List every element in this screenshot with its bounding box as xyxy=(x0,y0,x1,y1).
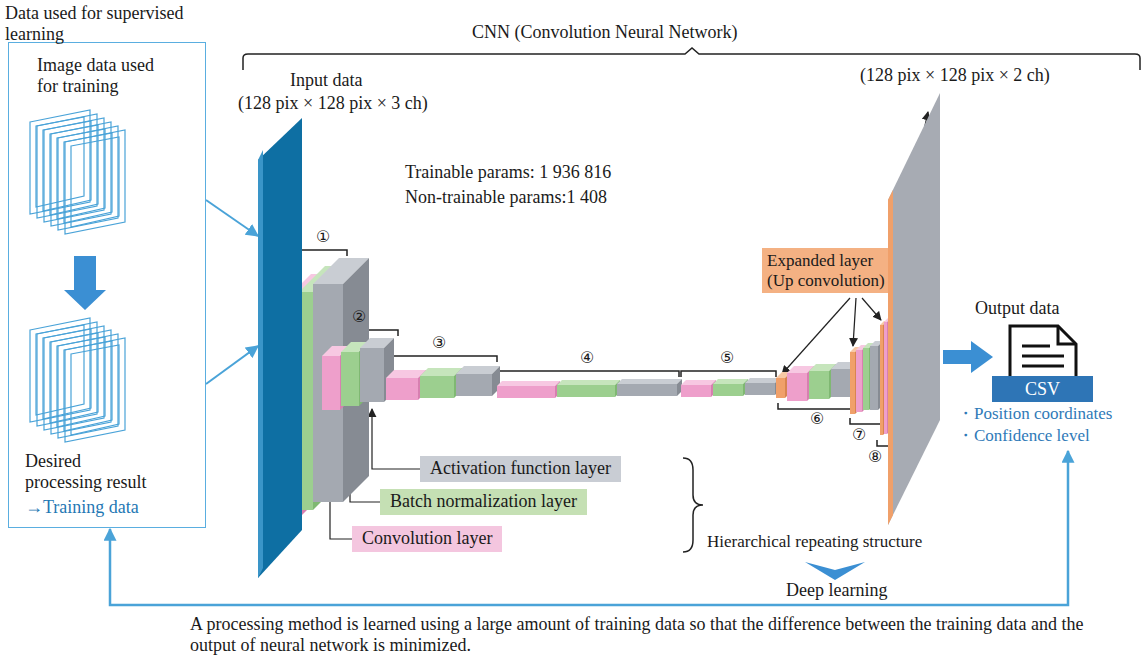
callout-number: ⑧ xyxy=(868,448,882,466)
label-text: Trainable params: 1 936 816 xyxy=(405,162,611,183)
input-slab: Input data(128 pix × 128 pix × 3 ch) xyxy=(258,118,302,578)
leader-lines xyxy=(330,112,928,539)
image-frame xyxy=(65,338,125,442)
node-text: Data used for supervised learning xyxy=(5,3,205,44)
output-slab: (128 pix × 128 pix × 2 ch) xyxy=(888,93,940,525)
output-file: Output dataCSV・Position coordinates・Conf… xyxy=(995,298,1100,450)
callout-number: ④ xyxy=(580,349,594,367)
node-text: (128 pix × 128 pix × 3 ch) xyxy=(238,93,428,114)
layer-block xyxy=(497,381,560,398)
flow-arrow xyxy=(943,341,993,373)
legend-text: Convolution layer xyxy=(362,528,492,548)
down-arrow xyxy=(805,562,865,580)
label-text: Hierarchical repeating structure xyxy=(707,532,922,552)
legend-swatch: Convolution layer xyxy=(352,526,502,552)
layer-block xyxy=(880,321,887,435)
node-text: Image data used for training xyxy=(37,55,162,96)
legend-text: Batch normalization layer xyxy=(390,491,577,511)
callout-brackets xyxy=(300,250,889,446)
node-text: ・Position coordinates xyxy=(957,404,1112,424)
connector xyxy=(206,200,258,236)
layer-block xyxy=(456,366,500,396)
brace xyxy=(683,458,703,552)
label-text: Deep learning xyxy=(786,580,887,601)
callout-number: ③ xyxy=(432,334,446,352)
layer-block xyxy=(420,368,462,398)
down-arrow xyxy=(64,256,106,310)
layer-block xyxy=(557,380,620,397)
expanded-layer-box: Expanded layer (Up convolution) xyxy=(762,248,894,293)
layer-block xyxy=(745,378,780,395)
layer-block xyxy=(617,379,682,396)
data-panel: Data used for supervised learningImage d… xyxy=(8,42,206,528)
legend-swatch: Activation function layer xyxy=(420,456,621,482)
slab-shape xyxy=(258,118,302,578)
callout-number: ⑤ xyxy=(720,349,734,367)
connector xyxy=(206,346,258,384)
callout-number: ⑦ xyxy=(852,426,866,444)
callout-number: ⑥ xyxy=(810,410,824,428)
image-frame xyxy=(65,130,125,234)
node-text: CSV xyxy=(992,376,1093,402)
label-text: CNN (Convolution Neural Network) xyxy=(472,22,737,43)
node-text: (128 pix × 128 pix × 2 ch) xyxy=(860,65,1050,86)
node-text: Output data xyxy=(975,298,1059,319)
layer-block xyxy=(681,380,716,397)
layer-block xyxy=(713,379,748,396)
legend-swatch: Batch normalization layer xyxy=(380,489,587,515)
callout-number: ② xyxy=(352,308,366,326)
node-text: Desired processing result xyxy=(25,451,161,492)
node-text: ・Confidence level xyxy=(957,426,1090,446)
callout-number: ① xyxy=(316,228,330,246)
caption: A processing method is learned using a l… xyxy=(190,614,1090,655)
label-text: Non-trainable params:1 408 xyxy=(405,187,607,208)
node-text: Input data xyxy=(290,70,362,91)
slab-shape xyxy=(888,93,940,525)
node-text: Expanded layer (Up convolution) xyxy=(767,251,889,290)
node-text: →Training data xyxy=(25,497,139,518)
legend-text: Activation function layer xyxy=(430,458,611,478)
connector xyxy=(110,451,1068,605)
